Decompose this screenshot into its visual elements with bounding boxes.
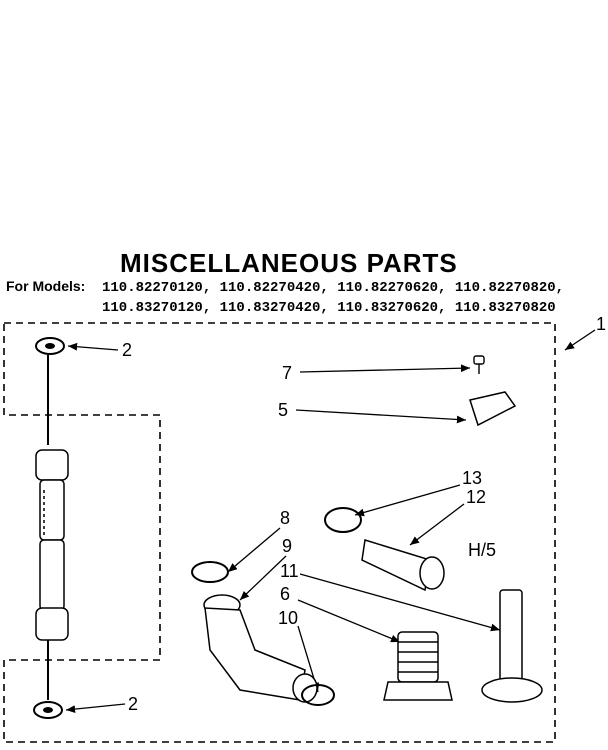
diagram-title: MISCELLANEOUS PARTS	[120, 248, 458, 278]
callout-2-top: 2	[122, 340, 132, 360]
kit-outline	[3, 322, 556, 743]
callout-6: 6	[280, 584, 290, 604]
callout-5: 5	[278, 400, 288, 420]
callout-7: 7	[282, 363, 292, 383]
callout-12: 12	[466, 487, 486, 507]
models-label: For Models:	[6, 278, 86, 294]
callout-13: 13	[462, 468, 482, 488]
hose-clamp-13	[324, 507, 362, 533]
hose-assembly	[35, 355, 69, 700]
model-list: For Models: 110.82270120, 110.82270420, 1…	[6, 276, 564, 318]
models-line-2: 110.83270120, 110.83270420, 110.83270620…	[102, 300, 556, 316]
note-h5: H/5	[468, 540, 496, 560]
callout-8: 8	[280, 508, 290, 528]
clip	[469, 391, 517, 427]
callout-9: 9	[282, 536, 292, 556]
models-line-1: 110.82270120, 110.82270420, 110.82270620…	[102, 280, 565, 296]
callout-1: 1	[596, 314, 606, 334]
fitting	[383, 631, 453, 701]
callout-10: 10	[278, 608, 298, 628]
leveling-leg	[481, 589, 543, 703]
screw	[473, 355, 485, 374]
elbow-hose	[203, 594, 318, 703]
connector	[361, 539, 445, 592]
callout-2-bottom: 2	[128, 694, 138, 714]
hose-clamp-10	[301, 684, 335, 706]
hose-clamp-8	[191, 561, 229, 583]
callout-11: 11	[280, 561, 299, 581]
